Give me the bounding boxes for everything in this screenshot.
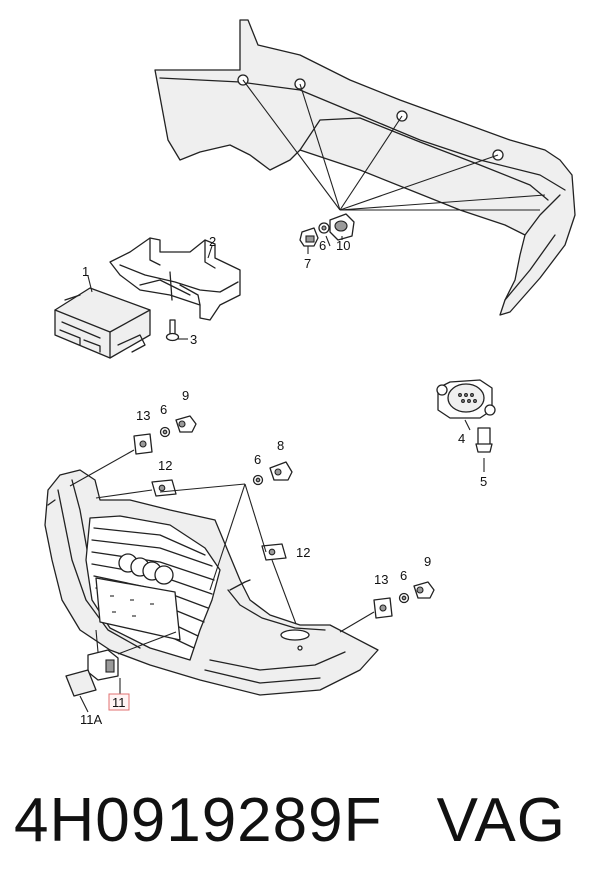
callout-11: 11 <box>112 695 126 710</box>
front-sensor <box>65 649 119 697</box>
callout-13-left: 13 <box>136 408 150 423</box>
callout-12-right: 12 <box>296 545 310 560</box>
callout-1: 1 <box>82 264 89 279</box>
callout-5: 5 <box>480 474 487 489</box>
callout-11a: 11A <box>80 712 102 727</box>
callout-7: 7 <box>304 256 311 271</box>
callout-13-right: 13 <box>374 572 388 587</box>
bolt-3 <box>165 319 180 342</box>
callout-9-left: 9 <box>182 388 189 403</box>
callout-6-left: 6 <box>160 402 167 417</box>
footer: 4H0919289F VAG <box>0 775 600 875</box>
callout-11-highlight <box>108 693 130 711</box>
front-sensor-hardware <box>133 415 435 619</box>
callout-6-rear: 6 <box>319 238 326 253</box>
callout-8: 8 <box>277 438 284 453</box>
rear-sensor-group <box>299 213 355 247</box>
rear-bumper <box>154 19 576 316</box>
callout-10: 10 <box>336 238 350 253</box>
front-grille <box>85 515 221 661</box>
control-unit <box>54 287 151 359</box>
callout-4: 4 <box>458 431 465 446</box>
callout-12-top: 12 <box>158 458 172 473</box>
callout-3: 3 <box>190 332 197 347</box>
callout-9-right: 9 <box>424 554 431 569</box>
callout-6-mid: 6 <box>254 452 261 467</box>
brand-label: VAG <box>436 786 566 855</box>
callout-leaders <box>87 235 485 472</box>
callout-2: 2 <box>209 234 216 249</box>
part-number: 4H0919289F <box>14 786 383 855</box>
warning-buzzer <box>436 379 496 453</box>
rear-leaders <box>242 79 546 211</box>
mounting-bracket <box>109 237 241 321</box>
parts-diagram: 1 2 3 4 5 6 7 10 13 6 9 12 6 8 12 13 6 9… <box>44 19 576 727</box>
callout-labels: 1 2 3 4 5 6 7 10 13 6 9 12 6 8 12 13 6 9… <box>80 234 487 727</box>
callout-6-right: 6 <box>400 568 407 583</box>
front-leaders <box>69 449 375 713</box>
